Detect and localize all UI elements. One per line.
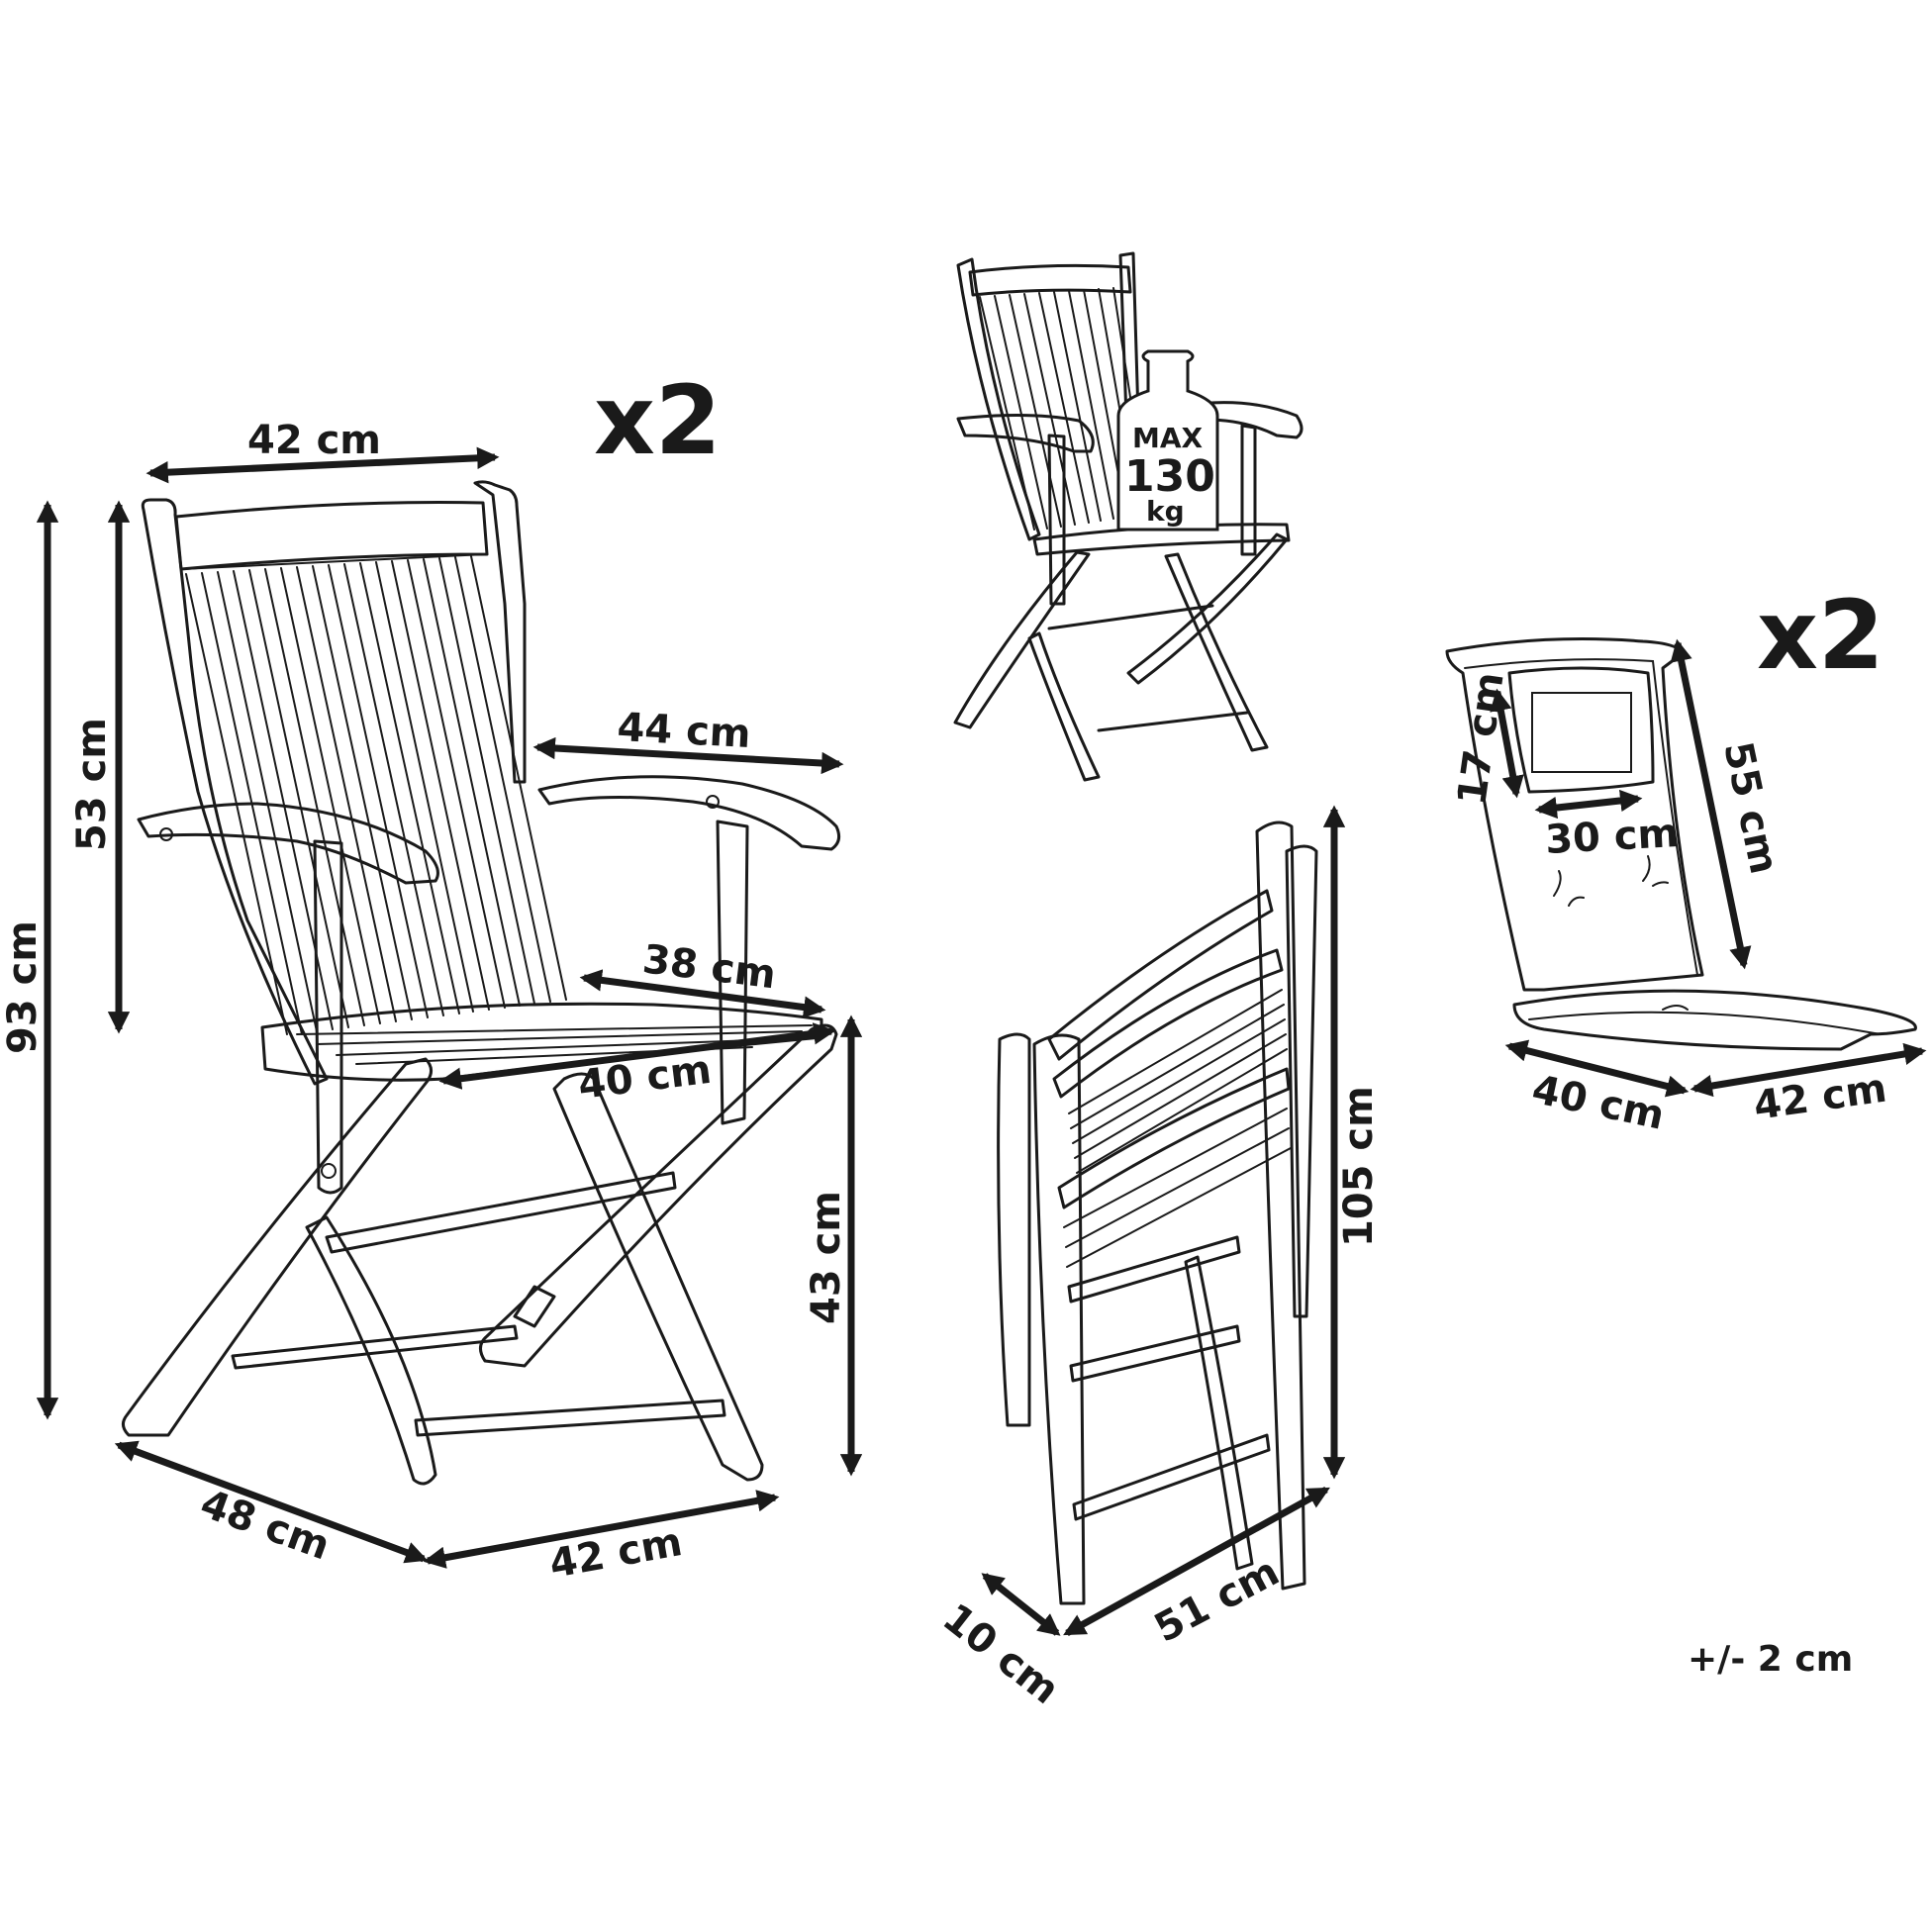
- chair-base-depth-label: 48 cm: [195, 1481, 337, 1569]
- cushion-back-height-label: 55 cm: [1714, 738, 1787, 879]
- folded-slats: [1063, 989, 1292, 1268]
- dimension-arrows: [36, 446, 1927, 1637]
- chair-total-height-label: 93 cm: [0, 920, 46, 1054]
- pillow-height-label: 17 cm: [1449, 669, 1512, 808]
- folded-depth-label: 10 cm: [934, 1595, 1068, 1713]
- chair-armrest-width-label: 44 cm: [616, 705, 751, 757]
- back-slats: [185, 555, 567, 1035]
- chair-seat-height-label: 43 cm: [804, 1191, 849, 1324]
- pillow-width-label: 30 cm: [1544, 811, 1680, 863]
- max-load-weight-icon: [1116, 349, 1219, 531]
- folded-width-label: 51 cm: [1147, 1549, 1287, 1652]
- small-back-slats: [979, 287, 1149, 531]
- chair-backrest-height-label: 53 cm: [69, 718, 115, 851]
- chair-load-drawing: [953, 251, 1304, 782]
- chair-backrest-width-label: 42 cm: [247, 418, 381, 463]
- max-load-label-unit: kg: [1146, 495, 1185, 528]
- cushion-seat-depth-label: 40 cm: [1528, 1067, 1669, 1139]
- chair-base-width-label: 42 cm: [546, 1519, 686, 1588]
- cushion-drawing: [1445, 637, 1917, 1051]
- cushion-quantity-label: x2: [1757, 580, 1884, 691]
- folded-chair-drawing: [997, 821, 1318, 1605]
- chair-quantity-label: x2: [594, 365, 722, 476]
- folded-height-label: 105 cm: [1336, 1086, 1382, 1247]
- chair-seat-width-label: 40 cm: [576, 1047, 715, 1109]
- tolerance-note: +/- 2 cm: [1688, 1639, 1853, 1680]
- max-load-label-max: MAX: [1132, 422, 1204, 454]
- max-load-label-value: 130: [1124, 451, 1215, 502]
